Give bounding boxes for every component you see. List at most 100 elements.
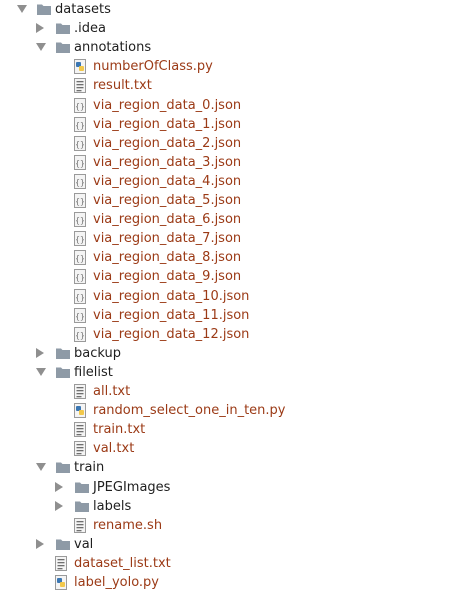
folder-icon <box>55 537 71 552</box>
tree-file-row[interactable]: {}via_region_data_8.json <box>0 248 471 267</box>
tree-file-row[interactable]: all.txt <box>0 382 471 401</box>
folder-icon <box>55 40 71 55</box>
svg-text:{}: {} <box>75 312 85 321</box>
json-file-icon: {} <box>74 97 90 113</box>
tree-folder-row[interactable]: filelist <box>0 363 471 382</box>
file-label: via_region_data_6.json <box>93 212 242 228</box>
disclosure-collapsed-icon[interactable] <box>55 500 63 511</box>
tree-file-row[interactable]: {}via_region_data_4.json <box>0 172 471 191</box>
json-file-icon: {} <box>74 154 90 170</box>
tree-file-row[interactable]: dataset_list.txt <box>0 554 471 573</box>
file-label: via_region_data_5.json <box>93 193 242 208</box>
tree-folder-row[interactable]: annotations <box>0 38 471 57</box>
tree-file-row[interactable]: {} via_region_data_11.json <box>0 306 471 325</box>
svg-text:{}: {} <box>75 159 85 168</box>
file-label: via_region_data_10.json <box>93 288 250 304</box>
tree-file-row[interactable]: rename.sh <box>0 516 471 535</box>
folder-icon <box>55 21 71 36</box>
folder-label: datasets <box>55 2 111 17</box>
tree-file-row[interactable]: {} via_region_data_5.json <box>0 191 471 210</box>
tree-file-row[interactable]: train.txt <box>0 420 471 439</box>
file-label: val.txt <box>93 441 135 457</box>
file-label: via_region_data_8.json <box>93 250 242 266</box>
text-file-icon <box>74 517 90 533</box>
folder-icon <box>55 365 71 380</box>
tree-file-row[interactable]: {}via_region_data_6.json <box>0 210 471 229</box>
folder-label: filelist <box>74 364 113 380</box>
file-label: via_region_data_3.json <box>93 154 242 170</box>
folder-label: val <box>74 536 94 552</box>
tree-file-row[interactable]: label_yolo.py <box>0 573 471 592</box>
disclosure-expanded-icon[interactable] <box>36 463 46 472</box>
tree-file-row[interactable]: {}via_region_data_12.json <box>0 325 471 344</box>
text-file-icon <box>74 384 90 399</box>
tree-file-row[interactable]: {} via_region_data_2.json <box>0 134 471 153</box>
svg-text:{}: {} <box>75 140 85 149</box>
file-label: via_region_data_2.json <box>93 135 242 151</box>
tree-folder-row[interactable]: JPEGImages <box>0 478 471 497</box>
json-file-icon: {} <box>74 231 90 247</box>
file-label: via_region_data_11.json <box>93 307 250 323</box>
json-file-icon: {} <box>74 269 90 285</box>
folder-label: JPEGImages <box>93 479 171 495</box>
tree-file-row[interactable]: {}via_region_data_7.json <box>0 229 471 248</box>
disclosure-collapsed-icon[interactable] <box>36 347 44 358</box>
tree-file-row[interactable]: numberOfClass.py <box>0 57 471 76</box>
python-file-icon <box>55 575 71 590</box>
text-file-icon <box>74 78 90 94</box>
tree-folder-row[interactable]: .idea <box>0 19 471 38</box>
folder-label: .idea <box>74 21 106 37</box>
file-label: via_region_data_1.json <box>93 116 242 132</box>
file-label: via_region_data_0.json <box>93 97 242 113</box>
json-file-icon: {} <box>74 173 90 189</box>
disclosure-collapsed-icon[interactable] <box>36 23 44 34</box>
tree-folder-row[interactable]: labels <box>0 497 471 516</box>
file-label: label_yolo.py <box>74 575 160 590</box>
text-file-icon <box>55 555 71 571</box>
tree-file-row[interactable]: {} via_region_data_0.json <box>0 96 471 115</box>
json-file-icon: {} <box>74 326 90 342</box>
folder-icon <box>55 346 71 361</box>
folder-label: backup <box>74 345 121 361</box>
tree-file-row[interactable]: {} via_region_data_3.json <box>0 153 471 172</box>
folder-icon <box>55 460 71 475</box>
tree-folder-row[interactable]: val <box>0 535 471 554</box>
svg-text:{}: {} <box>75 273 85 282</box>
file-label: via_region_data_7.json <box>93 231 242 247</box>
file-label: dataset_list.txt <box>74 555 171 571</box>
svg-text:{}: {} <box>75 331 85 340</box>
folder-icon <box>36 2 52 17</box>
tree-file-row[interactable]: result.txt <box>0 76 471 95</box>
folder-label: labels <box>93 498 132 514</box>
json-file-icon: {} <box>74 288 90 304</box>
tree-file-row[interactable]: random_select_one_in_ten.py <box>0 401 471 420</box>
disclosure-expanded-icon[interactable] <box>36 367 46 376</box>
python-file-icon <box>74 59 90 75</box>
text-file-icon <box>74 422 90 438</box>
disclosure-expanded-icon[interactable] <box>17 5 27 13</box>
json-file-icon: {} <box>74 250 90 266</box>
disclosure-collapsed-icon[interactable] <box>36 538 44 549</box>
file-label: rename.sh <box>93 517 163 533</box>
file-label: result.txt <box>93 78 152 94</box>
tree-file-row[interactable]: {} via_region_data_10.json <box>0 287 471 306</box>
json-file-icon: {} <box>74 135 90 151</box>
svg-text:{}: {} <box>75 197 85 206</box>
disclosure-collapsed-icon[interactable] <box>55 481 63 492</box>
disclosure-expanded-icon[interactable] <box>36 43 46 52</box>
text-file-icon <box>74 441 90 457</box>
file-label: all.txt <box>93 384 131 399</box>
svg-text:{}: {} <box>75 102 85 111</box>
file-label: numberOfClass.py <box>93 59 213 75</box>
tree-file-row[interactable]: {}via_region_data_9.json <box>0 267 471 286</box>
tree-file-row[interactable]: val.txt <box>0 439 471 458</box>
json-file-icon: {} <box>74 307 90 323</box>
svg-text:{}: {} <box>75 293 85 302</box>
tree-folder-row[interactable]: backup <box>0 344 471 363</box>
folder-icon <box>74 480 90 495</box>
svg-text:{}: {} <box>75 178 85 187</box>
tree-file-row[interactable]: {}via_region_data_1.json <box>0 115 471 134</box>
tree-folder-row[interactable]: train <box>0 458 471 477</box>
tree-folder-row[interactable]: datasets <box>0 0 471 19</box>
